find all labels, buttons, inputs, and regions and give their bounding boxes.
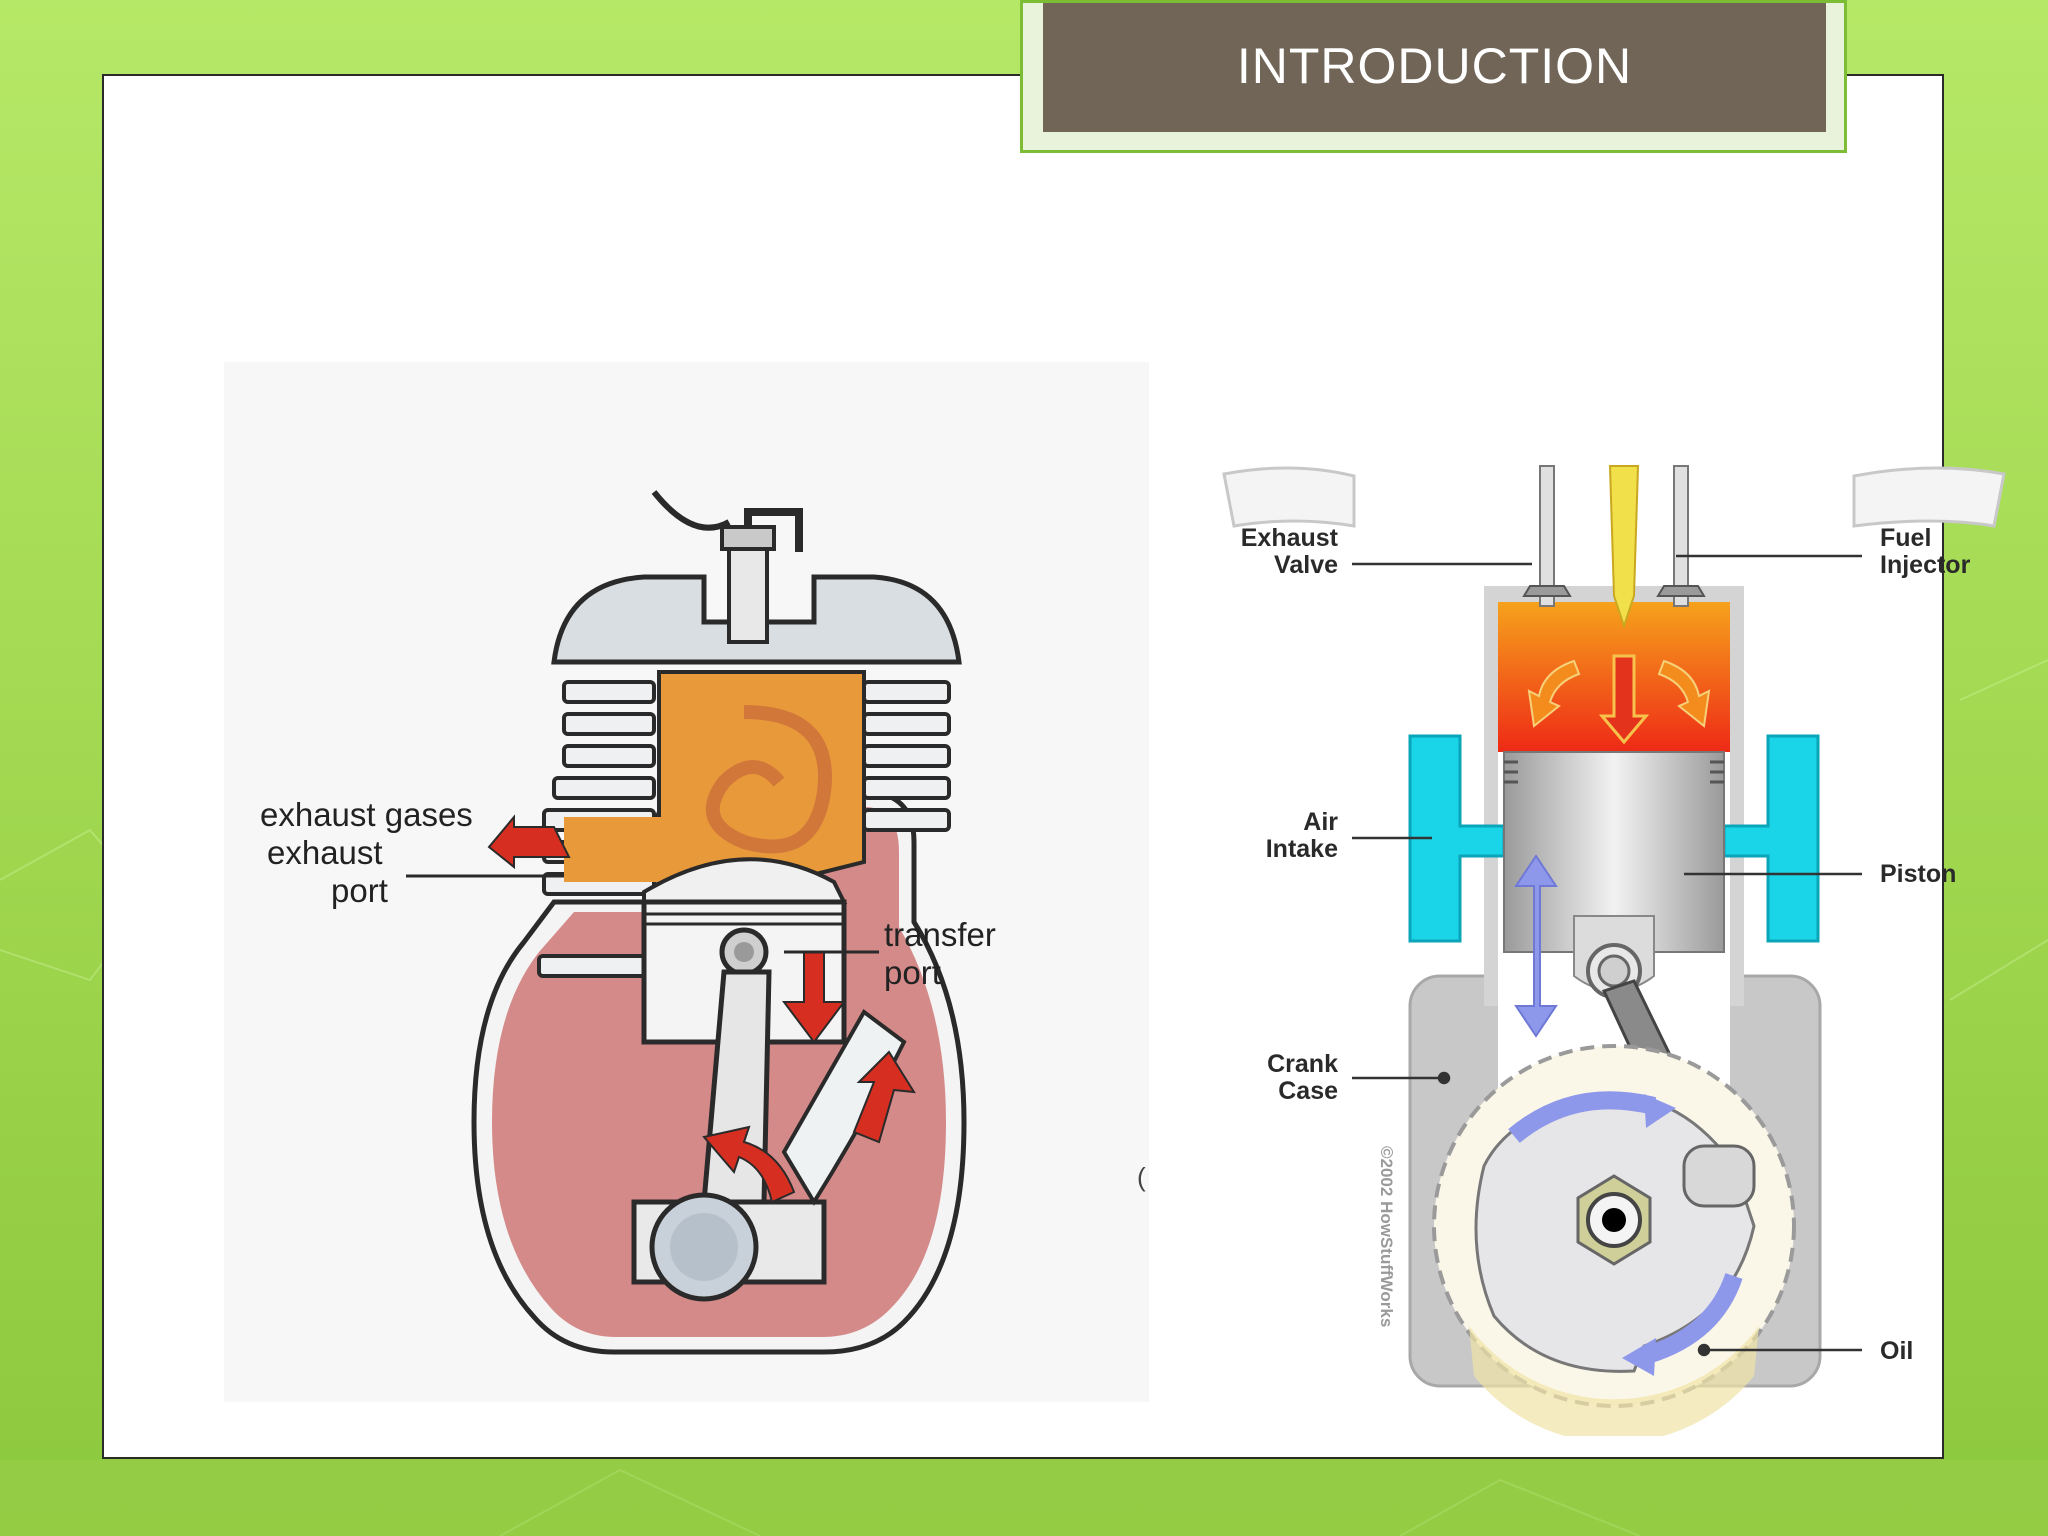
stray-mark: ( <box>1137 1162 1146 1192</box>
label-crank-case-line2: Case <box>1278 1077 1338 1105</box>
label-exhaust-port-line2: port <box>331 872 388 909</box>
copyright-notice: ©2002 HowStuffWorks <box>1377 1146 1396 1327</box>
diesel-engine-diagram: Exhaust Valve Fuel Injector Air Intake P… <box>1222 465 2006 1436</box>
label-exhaust-port-line1: exhaust <box>267 834 383 871</box>
label-piston: Piston <box>1880 860 1956 888</box>
title-box: INTRODUCTION <box>1020 0 1847 153</box>
slide-title: INTRODUCTION <box>1236 37 1633 94</box>
label-transfer-port-line1: transfer <box>884 916 996 953</box>
content-panel: exhaust gases exhaust port transfer port… <box>102 74 2006 1459</box>
label-exhaust-gases: exhaust gases <box>260 796 473 833</box>
label-fuel-injector-line1: Fuel <box>1880 524 1931 552</box>
label-air-intake-line2: Intake <box>1266 835 1338 863</box>
title-bar: INTRODUCTION <box>1043 3 1826 132</box>
label-oil: Oil <box>1880 1337 1913 1365</box>
label-transfer-port-line2: port <box>884 954 941 991</box>
label-exhaust-valve-line1: Exhaust <box>1241 524 1339 552</box>
label-exhaust-valve-line2: Valve <box>1274 551 1338 579</box>
two-stroke-engine-diagram: exhaust gases exhaust port transfer port <box>224 362 1149 1402</box>
label-air-intake-line1: Air <box>1303 808 1338 836</box>
label-crank-case-line1: Crank <box>1267 1050 1338 1078</box>
label-fuel-injector-line2: Injector <box>1880 551 1971 579</box>
